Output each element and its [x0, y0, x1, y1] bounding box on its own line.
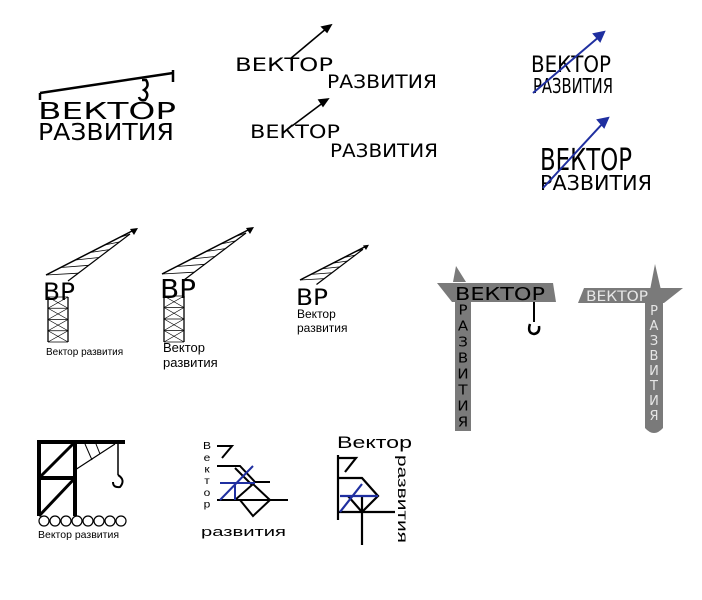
crane-2-line2: развития — [163, 355, 218, 370]
frame-crane-logo — [37, 440, 127, 527]
hook-icon — [137, 78, 149, 102]
truss-line — [161, 271, 195, 275]
truss-line — [47, 319, 69, 332]
logo-5-arrow-icon — [542, 116, 610, 189]
truss-line — [354, 248, 364, 253]
roller-icon — [104, 515, 116, 527]
vertical-logo-2-line1: Вектор — [337, 433, 412, 452]
crane-1-mark: ВР — [43, 278, 75, 306]
vertical-logo-1-line2: развития — [201, 524, 286, 539]
logo-1-crane-bar — [38, 70, 175, 102]
logo-1-line2: РАЗВИТИЯ — [38, 120, 174, 146]
tower-1-line1: ВЕКТОР — [455, 284, 545, 305]
crane-1 — [45, 228, 138, 343]
truss-line — [332, 260, 348, 264]
truss-line — [47, 307, 69, 320]
crane-3-line2: развития — [297, 321, 348, 335]
crane-3-line1: Вектор — [297, 307, 336, 321]
truss-line — [75, 257, 100, 261]
logo-4-line2: РАЗВИТИЯ — [533, 74, 613, 98]
crane-2-mark: ВР — [160, 275, 196, 305]
logo-4-arrow-icon — [532, 30, 606, 94]
arrow-icon — [130, 228, 138, 235]
logo-5-line2: РАЗВИТИЯ — [540, 171, 652, 195]
roller-icon — [49, 515, 61, 527]
truss-line — [321, 266, 340, 270]
tower-crane-1 — [437, 266, 556, 431]
crane-3-mark: ВР — [296, 286, 328, 311]
crane-2 — [161, 227, 254, 343]
truss-line — [104, 241, 120, 246]
logo-2-line2: РАЗВИТИЯ — [327, 71, 437, 93]
crane-2-line1: Вектор — [163, 340, 205, 355]
tower-2-line2: РАЗВИТИЯ — [647, 304, 662, 424]
truss-line — [47, 330, 69, 343]
truss-line — [163, 318, 185, 331]
hook-icon — [112, 474, 124, 489]
lattice-cranes — [45, 227, 369, 343]
crane-1-caption: Вектор развития — [46, 347, 123, 358]
roller-icon — [60, 515, 72, 527]
truss-line — [119, 233, 131, 238]
truss-line — [163, 295, 185, 308]
tower-1-line2: РАЗВИТИЯ — [454, 302, 472, 430]
logo-5-line1: ВЕКТОР — [540, 143, 632, 178]
arrow-icon — [363, 244, 369, 250]
truss-line — [47, 296, 69, 309]
arrow-icon — [246, 227, 254, 234]
logo-1-line1: ВЕКТОР — [38, 99, 176, 125]
tower-crane-2 — [578, 264, 683, 433]
truss-line — [89, 249, 110, 253]
tower-2-line1: ВЕКТОР — [586, 289, 648, 305]
truss-line — [176, 263, 205, 267]
crane-3 — [299, 244, 369, 285]
logo-2-arrow-icon — [289, 23, 333, 60]
logo-3-arrow-icon — [291, 98, 330, 127]
vertical-logo-2-mark — [336, 455, 395, 545]
roller-icon — [115, 515, 127, 527]
vertical-logo-1-mark — [217, 445, 288, 518]
roller-icon — [82, 515, 94, 527]
logo-4-line1: ВЕКТОР — [531, 53, 611, 78]
truss-line — [220, 240, 236, 245]
truss-line — [60, 264, 89, 268]
truss-line — [310, 272, 333, 275]
logo-3-line1: ВЕКТОР — [250, 121, 340, 143]
logo-3-line2: РАЗВИТИЯ — [330, 140, 438, 162]
frame-caption: Вектор развития — [38, 529, 119, 541]
vertical-logo-1-line1: Вектор — [200, 440, 214, 510]
logo-2-line1: ВЕКТОР — [235, 54, 333, 76]
truss-line — [235, 232, 247, 237]
truss-line — [163, 307, 185, 320]
truss-line — [191, 256, 216, 260]
truss-line — [205, 248, 226, 252]
truss-line — [163, 330, 185, 343]
truss-line — [45, 272, 79, 276]
truss-line — [343, 254, 356, 258]
truss-line — [299, 278, 325, 281]
roller-icon — [38, 515, 50, 527]
roller-icon — [71, 515, 83, 527]
roller-icon — [93, 515, 105, 527]
hook-icon — [527, 323, 541, 336]
vertical-logo-2-line2: развития — [395, 455, 411, 543]
